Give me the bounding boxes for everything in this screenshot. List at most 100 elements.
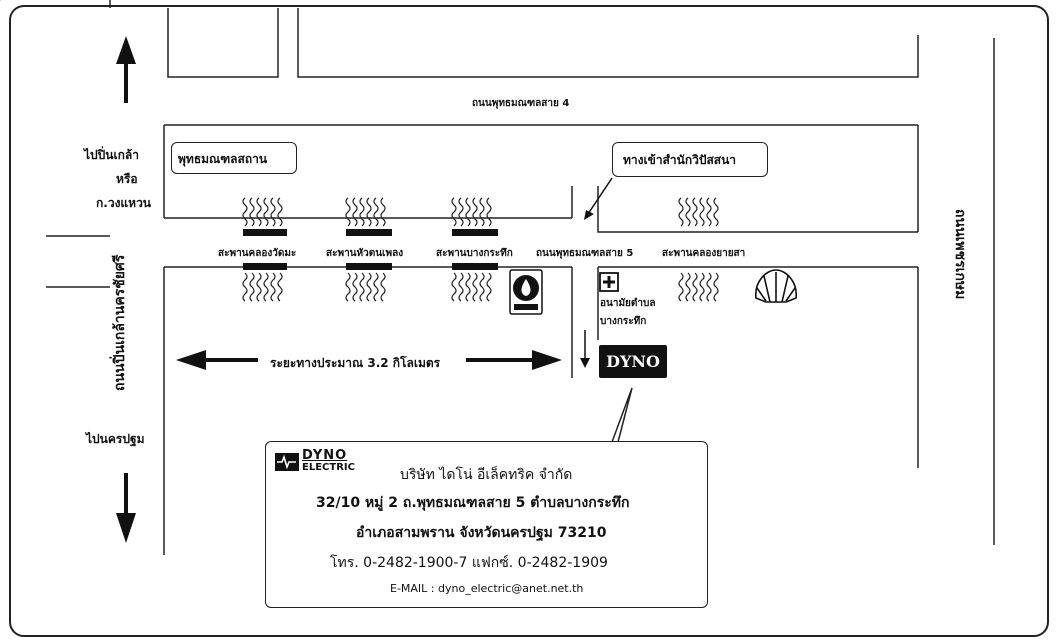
logo-text-electric: ELECTRIC [302, 462, 355, 473]
canal-wave-line [359, 197, 365, 227]
top-road-label: ถนนพุทธมณฑลสาย 4 [472, 98, 570, 109]
canal-wave-line [713, 272, 719, 302]
health-center-line1: อนามัยตำบล [600, 298, 656, 309]
canal-wave-line [699, 197, 705, 227]
canal-wave-line [366, 197, 372, 227]
map-frame [9, 5, 1049, 637]
canal-wave-line [486, 272, 492, 302]
canal-wave-line [352, 272, 358, 302]
canal-wave-line [256, 272, 262, 302]
canal-wave-line [373, 272, 379, 302]
canal-wave-line [486, 197, 492, 227]
canal-wave-line [465, 272, 471, 302]
canal-wave-line [451, 272, 457, 302]
bridge-label: สะพานคลองยายสา [662, 248, 746, 259]
canal-wave-line [678, 197, 684, 227]
company-email: E-MAIL : dyno_electric@anet.net.th [390, 582, 584, 595]
north-direction-line3: ก.วงแหวน [96, 196, 152, 210]
canal-wave-line [678, 272, 684, 302]
canal-wave-line [270, 197, 276, 227]
canal-wave-line [345, 272, 351, 302]
north-arrow [116, 36, 136, 103]
canal-wave-icon [451, 272, 492, 302]
left-road-label: ถนนปิ่นเกล้านครชัยศรี [112, 254, 128, 391]
soi-arrow [580, 330, 590, 368]
dyno-logo-mark-icon [275, 453, 299, 471]
bridge-bars [243, 229, 498, 270]
company-name: บริษัท ไดโน่ อีเล็คทริค จำกัด [400, 467, 573, 483]
company-address-line1: 32/10 หมู่ 2 ถ.พุทธมณฑลสาย 5 ตำบลบางกระท… [316, 495, 630, 511]
canal-wave-line [472, 272, 478, 302]
canal-wave-line [706, 197, 712, 227]
canal-wave-icon [345, 197, 386, 227]
canal-wave-line [451, 197, 457, 227]
canal-wave-icon [678, 272, 719, 302]
company-phone: โทร. 0-2482-1900-7 แฟกซ์. 0-2482-1909 [330, 555, 608, 571]
company-address-line2: อำเภอสามพราน จังหวัดนครปฐม 73210 [356, 525, 607, 541]
south-direction-label: ไปนครปฐม [86, 432, 145, 446]
canal-wave-line [380, 197, 386, 227]
canal-wave-line [458, 197, 464, 227]
shell-logo-icon [755, 269, 797, 303]
south-arrow [116, 473, 136, 543]
canal-wave-line [242, 197, 248, 227]
vipassana-label: ทางเข้าสำนักวิปัสสนา [623, 153, 737, 167]
canal-wave-line [373, 197, 379, 227]
canal-wave-line [263, 272, 269, 302]
logo-text-dyno: DYNO [302, 448, 348, 463]
canal-wave-icon [451, 197, 492, 227]
canal-wave-line [345, 197, 351, 227]
distance-label: ระยะทางประมาณ 3.2 กิโลเมตร [270, 356, 441, 370]
canal-wave-icon [678, 197, 719, 227]
health-center-line2: บางกระทึก [600, 316, 647, 327]
canal-wave-line [479, 197, 485, 227]
bridge-label: สะพานบางกระทึก [436, 248, 513, 259]
north-direction-line1: ไปปิ่นเกล้า [84, 148, 139, 162]
canal-wave-line [249, 272, 255, 302]
canal-wave-line [479, 272, 485, 302]
canal-wave-icon [242, 272, 283, 302]
vipassana-arrow [584, 177, 613, 220]
callout-pointer [611, 387, 633, 443]
canal-wave-line [263, 197, 269, 227]
canal-wave-line [359, 272, 365, 302]
canal-wave-line [472, 197, 478, 227]
dyno-electric-logo: DYNO ELECTRIC [274, 448, 364, 478]
canal-wave-line [242, 272, 248, 302]
vipassana-box: ทางเข้าสำนักวิปัสสนา [612, 142, 768, 177]
canal-wave-line [685, 197, 691, 227]
canal-wave-line [706, 272, 712, 302]
canal-wave-icon [345, 272, 386, 302]
canal-wave-line [458, 272, 464, 302]
canal-wave-line [249, 197, 255, 227]
bridge-label: สะพานหัวตนเพลง [326, 248, 404, 259]
canal-wave-line [380, 272, 386, 302]
buddhamonthon-label: พุทธมณฑลสถาน [178, 152, 268, 166]
canal-wave-line [256, 197, 262, 227]
road-lines [46, 0, 995, 555]
north-direction-line2: หรือ [116, 172, 138, 186]
canal-wave-line [366, 272, 372, 302]
buddhamonthon-box: พุทธมณฑลสถาน [171, 142, 297, 174]
canal-wave-line [465, 197, 471, 227]
first-aid-cross-icon [599, 272, 619, 292]
canal-wave-line [277, 272, 283, 302]
canal-wave-line [685, 272, 691, 302]
canal-wave-line [699, 272, 705, 302]
canal-wave-line [692, 197, 698, 227]
canal-wave-line [277, 197, 283, 227]
canal-wave-line [692, 272, 698, 302]
water-drop-logo-icon [509, 269, 543, 315]
bridge-label: สะพานคลองวัดมะ [218, 248, 297, 259]
canal-wave-line [352, 197, 358, 227]
soi5-road-label: ถนนพุทธมณฑลสาย 5 [536, 248, 634, 259]
company-info-box: DYNO ELECTRIC บริษัท ไดโน่ อีเล็คทริค จำ… [265, 441, 708, 608]
canal-wave-line [713, 197, 719, 227]
distance-arrow [176, 350, 562, 370]
canal-wave-icon [242, 197, 283, 227]
right-road-label: ถนนเพชรเกษม [952, 209, 968, 300]
dyno-location-marker: DYNO [599, 345, 667, 378]
canal-wave-line [270, 272, 276, 302]
